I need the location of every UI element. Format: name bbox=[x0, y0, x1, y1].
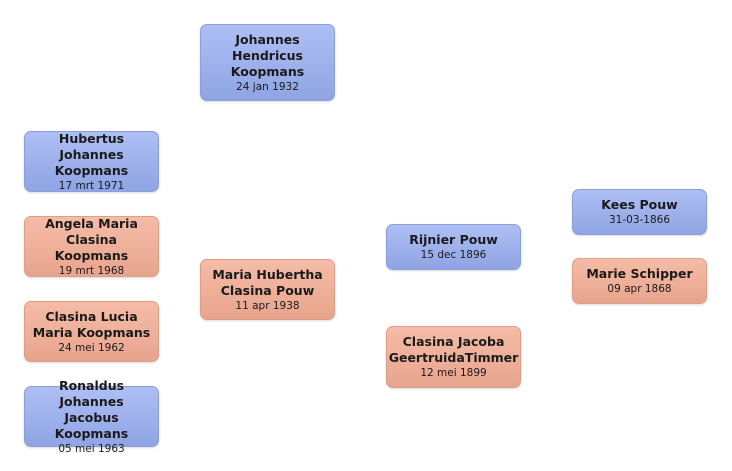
person-date: 05 mei 1963 bbox=[58, 442, 125, 455]
person-johannes-koopmans[interactable]: Johannes Hendricus Koopmans 24 jan 1932 bbox=[200, 24, 335, 101]
person-name: Clasina Jacoba GeertruidaTimmer bbox=[388, 334, 519, 365]
person-name: Clasina Lucia Maria Koopmans bbox=[32, 308, 151, 340]
person-name: Maria Hubertha Clasina Pouw bbox=[212, 266, 323, 298]
person-date: 09 apr 1868 bbox=[607, 283, 672, 295]
person-name: Marie Schipper bbox=[586, 266, 693, 281]
person-date: 17 mrt 1971 bbox=[58, 179, 125, 192]
person-ronaldus-koopmans[interactable]: Ronaldus Johannes Jacobus Koopmans 05 me… bbox=[24, 378, 159, 455]
person-date: 19 mrt 1968 bbox=[58, 264, 125, 277]
person-name: Ronaldus Johannes Jacobus Koopmans bbox=[54, 377, 129, 441]
person-date: 15 dec 1896 bbox=[420, 249, 487, 261]
person-hubertus-koopmans[interactable]: Hubertus Johannes Koopmans 17 mrt 1971 bbox=[24, 131, 159, 192]
person-kees-pouw[interactable]: Kees Pouw 31-03-1866 bbox=[572, 189, 707, 235]
person-clasina-jacoba-timmer[interactable]: Clasina Jacoba GeertruidaTimmer 12 mei 1… bbox=[386, 326, 521, 388]
person-date: 24 mei 1962 bbox=[58, 341, 125, 354]
person-date: 24 jan 1932 bbox=[236, 80, 299, 93]
person-date: 11 apr 1938 bbox=[235, 299, 300, 312]
person-name: Johannes Hendricus Koopmans bbox=[230, 31, 305, 79]
person-angela-koopmans[interactable]: Angela Maria Clasina Koopmans 19 mrt 196… bbox=[24, 216, 159, 277]
person-marie-schipper[interactable]: Marie Schipper 09 apr 1868 bbox=[572, 258, 707, 304]
person-name: Hubertus Johannes Koopmans bbox=[54, 130, 129, 178]
person-name: Angela Maria Clasina Koopmans bbox=[45, 215, 138, 263]
person-name: Kees Pouw bbox=[601, 197, 678, 212]
person-rijnier-pouw[interactable]: Rijnier Pouw 15 dec 1896 bbox=[386, 224, 521, 270]
person-date: 12 mei 1899 bbox=[420, 367, 487, 379]
person-name: Rijnier Pouw bbox=[409, 232, 498, 247]
person-date: 31-03-1866 bbox=[608, 214, 671, 226]
person-clasina-lucia-koopmans[interactable]: Clasina Lucia Maria Koopmans 24 mei 1962 bbox=[24, 301, 159, 362]
person-maria-hubertha-pouw[interactable]: Maria Hubertha Clasina Pouw 11 apr 1938 bbox=[200, 259, 335, 320]
